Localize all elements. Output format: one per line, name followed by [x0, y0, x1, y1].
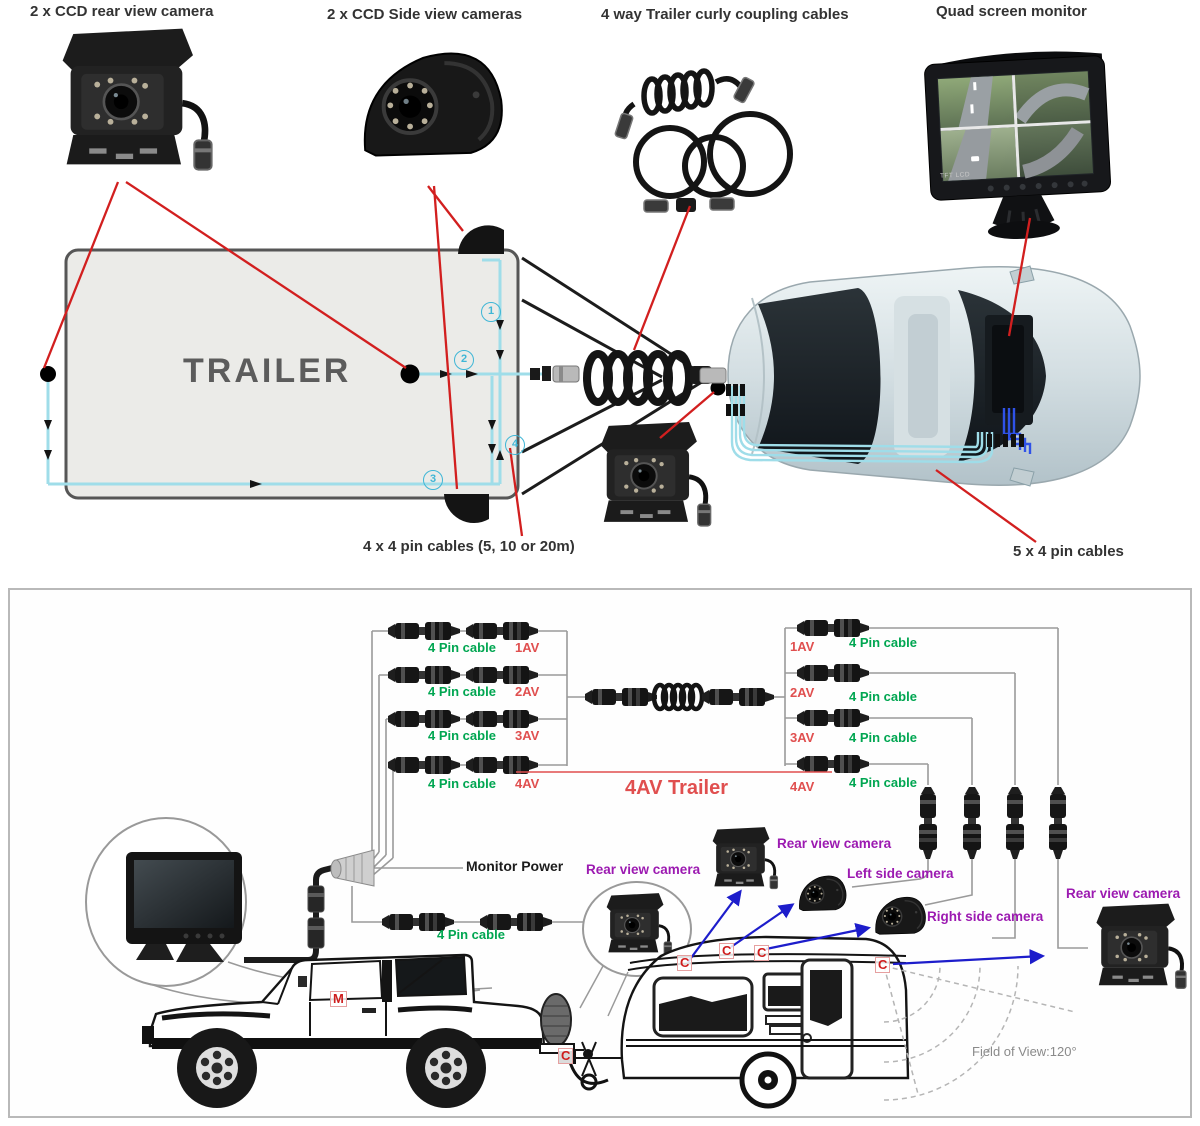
left-row3-av: 3AV	[515, 728, 540, 743]
left-row4-av: 4AV	[515, 776, 540, 791]
right-row2-cable: 4 Pin cable	[849, 689, 917, 704]
left-row2-cable: 4 Pin cable	[428, 684, 496, 699]
monitor-brand-text: TFT LCD	[939, 171, 971, 180]
camera-pointer-arrows	[687, 889, 1046, 966]
rear-mid-camera-label: Rear view camera	[777, 836, 892, 851]
product-quad-monitor	[924, 51, 1112, 240]
center-curly-cable	[585, 682, 785, 712]
channel-marker-3: 3	[423, 470, 443, 490]
camera-marker-5: C	[558, 1048, 574, 1064]
rear-camera-label: 2 x CCD rear view camera	[30, 3, 214, 20]
trailer-cables-note: 4 x 4 pin cables (5, 10 or 20m)	[363, 538, 575, 555]
trailer-bus-label: 4AV Trailer	[625, 777, 729, 799]
product-curly-cables	[614, 68, 793, 213]
curly-cables-label: 4 way Trailer curly coupling cables	[601, 6, 849, 23]
field-of-view-arcs	[883, 965, 1076, 1101]
right-row4-av: 4AV	[790, 779, 815, 794]
rear-left-camera-label: Rear view camera	[586, 862, 701, 877]
monitor-power-label: Monitor Power	[466, 858, 564, 874]
product-rear-camera-2	[601, 422, 711, 526]
annotation-lines	[42, 181, 1037, 543]
camera-marker-3: C	[754, 945, 770, 961]
right-row4-cable: 4 Pin cable	[849, 775, 917, 790]
monitor-cable-label: 4 Pin cable	[437, 927, 505, 942]
side-camera-label: 2 x CCD Side view cameras	[327, 6, 523, 23]
right-row3-cable: 4 Pin cable	[849, 730, 917, 745]
left-row1-av: 1AV	[515, 640, 540, 655]
monitor-marker: M	[330, 991, 347, 1007]
left-row3-cable: 4 Pin cable	[428, 728, 496, 743]
right-side-camera-label: Right side camera	[927, 909, 1044, 924]
right-row1-cable: 4 Pin cable	[849, 635, 917, 650]
camera-marker-4: C	[875, 957, 891, 973]
car-cables-note: 5 x 4 pin cables	[1013, 543, 1124, 560]
truck	[142, 953, 593, 1108]
product-side-camera	[362, 51, 504, 158]
camera-marker-2: C	[719, 943, 735, 959]
rear-camera-callout	[579, 881, 692, 1017]
rear-right-camera-label: Rear view camera	[1066, 886, 1181, 901]
left-side-camera-label: Left side camera	[847, 866, 954, 881]
left-row4-cable: 4 Pin cable	[428, 776, 496, 791]
caravan	[558, 935, 910, 1109]
channel-marker-2: 2	[454, 350, 474, 370]
channel-marker-1: 1	[481, 302, 501, 322]
channel-marker-4: 4	[505, 435, 525, 455]
left-row2-av: 2AV	[515, 684, 540, 699]
car-top-view	[699, 265, 1141, 487]
trailer-outline	[40, 225, 548, 524]
trailer-text: TRAILER	[183, 352, 352, 390]
right-row1-av: 1AV	[790, 639, 815, 654]
hitch-assembly	[521, 256, 726, 496]
camera-marker-1: C	[677, 955, 693, 971]
right-row3-av: 3AV	[790, 730, 815, 745]
product-rear-camera	[63, 29, 212, 170]
field-of-view-label: Field of View:120°	[972, 1044, 1077, 1059]
monitor-callout	[85, 817, 493, 1006]
quad-monitor-label: Quad screen monitor	[936, 3, 1087, 20]
right-cable-rows	[784, 619, 1088, 949]
right-row2-av: 2AV	[790, 685, 815, 700]
left-row1-cable: 4 Pin cable	[428, 640, 496, 655]
